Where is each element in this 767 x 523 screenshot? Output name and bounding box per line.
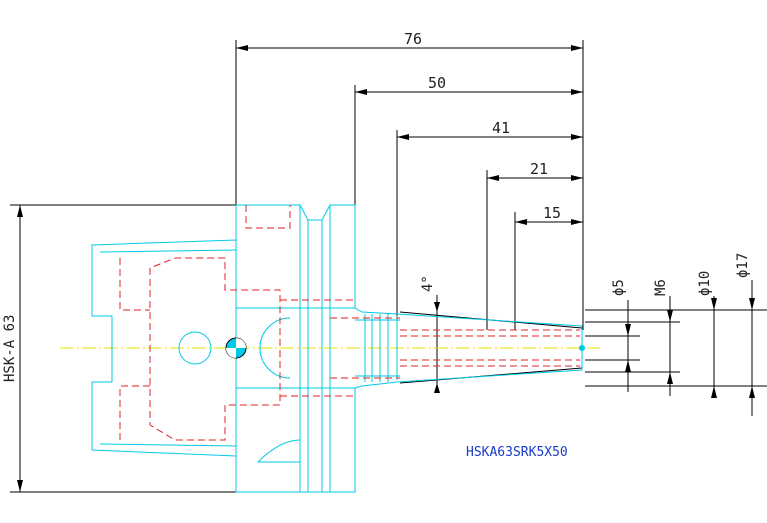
dim-dia-5: ϕ5 bbox=[611, 279, 627, 296]
dim-21: 21 bbox=[530, 160, 548, 178]
dim-15: 15 bbox=[543, 204, 561, 222]
dim-interface: HSK-A 63 bbox=[2, 315, 18, 382]
dim-thread-m6: M6 bbox=[653, 279, 669, 296]
dim-41: 41 bbox=[492, 119, 510, 137]
dim-50: 50 bbox=[428, 74, 446, 92]
tool-holder-outline bbox=[91, 204, 585, 493]
dimension-lines bbox=[10, 40, 767, 493]
dim-dia-10: ϕ10 bbox=[697, 271, 713, 296]
hidden-lines bbox=[119, 205, 580, 441]
dim-76: 76 bbox=[404, 30, 422, 48]
dim-angle: 4° bbox=[420, 275, 436, 292]
part-code-label: HSKA63SRK5X50 bbox=[466, 445, 568, 460]
dim-dia-17: ϕ17 bbox=[735, 253, 751, 278]
